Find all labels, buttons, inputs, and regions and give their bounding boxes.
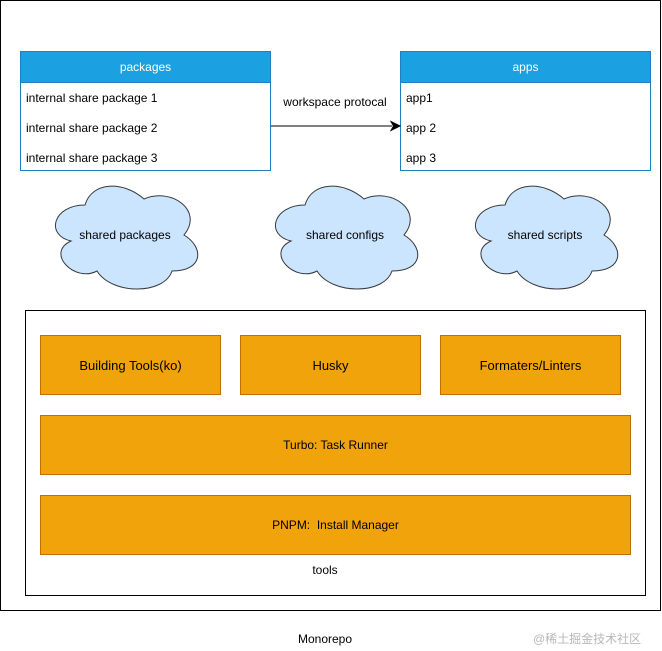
tools-frame [25,310,646,596]
building-tools-box: Building Tools(ko) [40,335,221,395]
cloud-label: shared packages [79,228,171,242]
list-item: internal share package 1 [26,91,158,105]
formaters-linters-box: Formaters/Linters [440,335,621,395]
apps-list-header: apps [401,52,650,83]
list-item: app 3 [406,151,437,165]
pnpm-box: PNPM: Install Manager [40,495,631,555]
list-item: app1 [406,91,433,105]
list-item: internal share package 2 [26,121,158,135]
list-item: internal share package 3 [26,151,158,165]
cloud-label: shared scripts [507,228,583,242]
cloud-label: shared configs [305,228,385,242]
cloud-shape [54,185,199,290]
turbo-box: Turbo: Task Runner [40,415,631,475]
cloud-shared-scripts: shared scripts [465,175,625,295]
list-item: app 2 [406,121,437,135]
tools-label: tools [312,563,338,577]
cloud-shared-packages: shared packages [45,175,205,295]
packages-list: packages internal share package 1 intern… [20,51,271,171]
workspace-arrow [271,120,402,132]
monorepo-frame [0,0,661,611]
husky-box: Husky [240,335,421,395]
watermark: @稀土掘金技术社区 [533,632,642,646]
apps-list: apps app1 app 2 app 3 [400,51,651,171]
monorepo-label: Monorepo [297,632,353,646]
cloud-shape [274,185,419,290]
cloud-shape [474,185,619,290]
cloud-shared-configs: shared configs [265,175,425,295]
packages-list-header: packages [21,52,270,83]
connector-label: workspace protocal [283,95,387,109]
